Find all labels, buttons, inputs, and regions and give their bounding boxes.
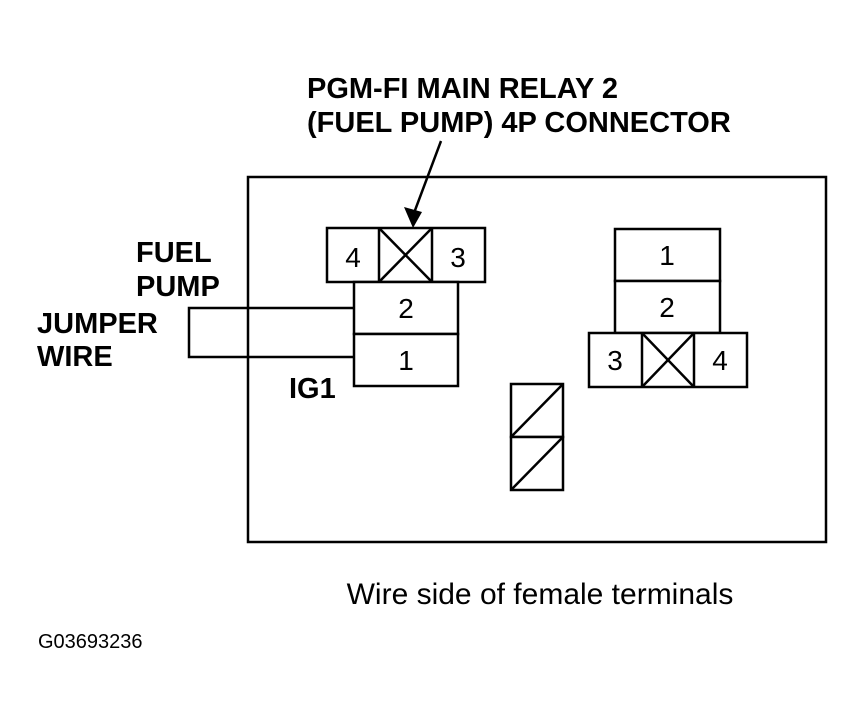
title-line-1: PGM-FI MAIN RELAY 2 [307, 73, 618, 105]
right-terminal-1: 1 [659, 240, 675, 271]
right-terminal-2: 2 [659, 292, 675, 323]
label-fuel: FUEL [136, 237, 212, 269]
left-terminal-3: 3 [450, 242, 466, 273]
left-connector: 4 3 2 1 [325, 226, 487, 388]
right-connector: 1 2 3 4 [587, 227, 749, 389]
left-terminal-1: 1 [398, 345, 414, 376]
label-pump: PUMP [136, 271, 220, 303]
leader-arrow [404, 140, 443, 228]
diagram-caption: Wire side of female terminals [347, 578, 734, 611]
label-ig1: IG1 [289, 373, 336, 405]
label-wire: WIRE [37, 341, 113, 373]
label-jumper: JUMPER [37, 308, 158, 340]
relay-box-outline [246, 175, 828, 544]
jumper-wire [187, 306, 354, 359]
right-terminal-4: 4 [712, 345, 728, 376]
blank-cavity-x-icon [378, 227, 433, 283]
left-terminal-4: 4 [345, 242, 361, 273]
blank-cavity-x-icon [641, 332, 695, 388]
center-connector [509, 382, 565, 492]
right-terminal-3: 3 [607, 345, 623, 376]
title-line-2: (FUEL PUMP) 4P CONNECTOR [307, 107, 731, 139]
blank-cavity-slash-icon [510, 383, 564, 491]
figure-id: G03693236 [38, 631, 143, 653]
left-terminal-2: 2 [398, 293, 414, 324]
